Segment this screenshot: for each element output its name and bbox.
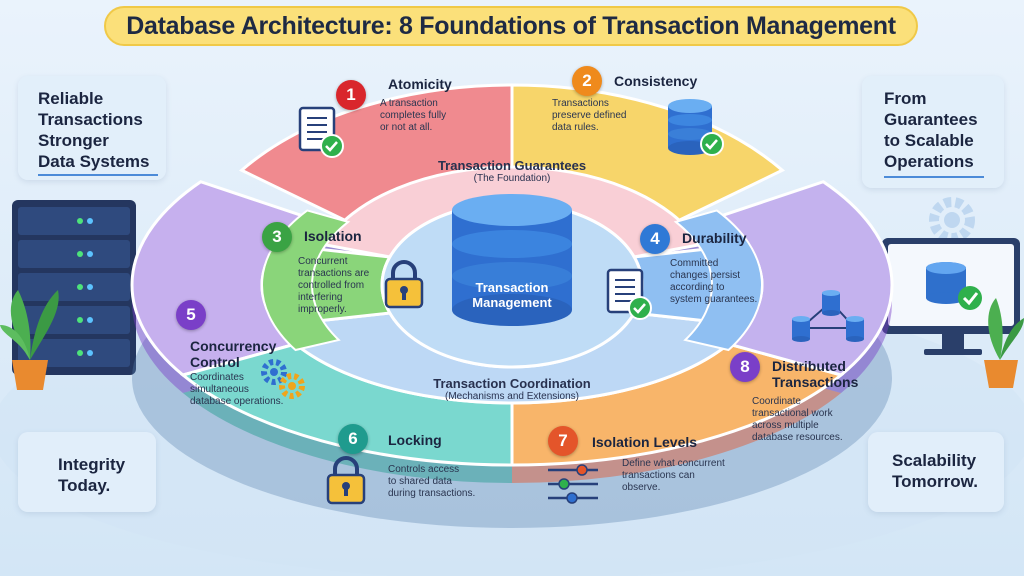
side-line: Transactions bbox=[38, 110, 143, 129]
side-line: to Scalable bbox=[884, 131, 974, 150]
side-line: Reliable bbox=[38, 89, 104, 108]
section-title: Consistency bbox=[614, 73, 698, 89]
side-line: From bbox=[884, 89, 927, 108]
side-line: Today. bbox=[58, 476, 111, 495]
side-line: Integrity bbox=[58, 455, 126, 474]
side-line: Tomorrow. bbox=[892, 472, 978, 491]
section-description-line: across multiple bbox=[752, 420, 819, 431]
section-title-line2: Transactions bbox=[772, 374, 859, 390]
section-title: Locking bbox=[388, 432, 442, 448]
section-description-line: database resources. bbox=[752, 432, 843, 443]
section-description-line: improperly. bbox=[298, 304, 347, 315]
section-description-line: preserve defined bbox=[552, 110, 627, 121]
section-description-line: database operations. bbox=[190, 396, 284, 407]
side-box-bottom-right: Scalability Tomorrow. bbox=[868, 432, 1004, 512]
plant-icon bbox=[0, 290, 59, 390]
center-label: Transaction Management bbox=[448, 280, 576, 310]
section-description-line: Define what concurrent bbox=[622, 458, 725, 469]
padlock-icon bbox=[326, 456, 366, 505]
section-number-badge: 7 bbox=[548, 426, 578, 456]
side-underline bbox=[884, 176, 984, 178]
page-title: Database Architecture: 8 Foundations of … bbox=[104, 6, 918, 46]
section-description-line: during transactions. bbox=[388, 488, 476, 499]
section-description-line: transactions can bbox=[622, 470, 695, 481]
monitor-icon bbox=[882, 238, 1020, 355]
section-description-line: A transaction bbox=[380, 98, 438, 109]
section-number-badge: 4 bbox=[640, 224, 670, 254]
side-box-top-right: From Guarantees to Scalable Operations bbox=[862, 76, 1004, 188]
section-description-line: system guarantees. bbox=[670, 294, 758, 305]
gears-icon bbox=[261, 359, 305, 399]
section-number-badge: 8 bbox=[730, 352, 760, 382]
section-number-badge: 5 bbox=[176, 300, 206, 330]
side-box-bottom-left: Integrity Today. bbox=[18, 432, 156, 512]
section-description-line: Committed bbox=[670, 258, 719, 269]
section-description-line: to shared data bbox=[388, 476, 452, 487]
sliders-icon bbox=[548, 464, 598, 504]
section-description-line: simultaneous bbox=[190, 384, 249, 395]
padlock-icon bbox=[384, 260, 424, 309]
server-rack-icon bbox=[12, 200, 136, 375]
center-label-line: Transaction bbox=[475, 280, 549, 295]
section-description-line: Coordinate bbox=[752, 396, 801, 407]
outer-ring-title: Transaction Coordination (Mechanisms and… bbox=[392, 376, 632, 402]
section-number-badge: 2 bbox=[572, 66, 602, 96]
section-description-line: completes fully bbox=[380, 110, 447, 121]
section-number-badge: 1 bbox=[336, 80, 366, 110]
inner-ring-title: Transaction Guarantees (The Foundation) bbox=[400, 158, 624, 184]
section-description-line: Coordinates bbox=[190, 372, 244, 383]
section-description-line: Controls access bbox=[388, 464, 460, 475]
section-description-line: Concurrent bbox=[298, 256, 348, 267]
database-icon bbox=[452, 194, 572, 326]
outer-ring-title-text: Transaction Coordination bbox=[433, 376, 591, 391]
center-label-line: Management bbox=[472, 295, 552, 310]
section-description-line: transactions are bbox=[298, 268, 370, 279]
side-line: Data Systems bbox=[38, 152, 150, 171]
section-title: Isolation Levels bbox=[592, 434, 698, 450]
side-line: Guarantees bbox=[884, 110, 978, 129]
section-description-line: changes persist bbox=[670, 270, 741, 281]
section-number-badge: 6 bbox=[338, 424, 368, 454]
document-check-icon bbox=[606, 268, 652, 320]
section-description-line: according to bbox=[670, 282, 725, 293]
side-line: Operations bbox=[884, 152, 974, 171]
section-description-line: or not at all. bbox=[380, 122, 433, 133]
outer-ring-subtitle: (Mechanisms and Extensions) bbox=[445, 391, 579, 402]
section-description-line: data rules. bbox=[552, 122, 599, 133]
section-title-line2: Control bbox=[190, 354, 240, 370]
section-description-line: transactional work bbox=[752, 408, 833, 419]
mid-ring-extension bbox=[673, 209, 763, 352]
side-line: Scalability bbox=[892, 451, 977, 470]
section-number-badge: 3 bbox=[262, 222, 292, 252]
plant-icon bbox=[984, 298, 1024, 388]
section-title: Atomicity bbox=[388, 76, 452, 92]
network-databases-icon bbox=[792, 290, 864, 342]
section-title: Durability bbox=[682, 230, 747, 246]
gear-icon bbox=[929, 197, 975, 243]
document-check-icon bbox=[298, 106, 344, 158]
section-title: Isolation bbox=[304, 228, 362, 244]
inner-ring-subtitle: (The Foundation) bbox=[473, 173, 551, 184]
side-line: Stronger bbox=[38, 131, 109, 150]
side-box-top-left: Reliable Transactions Stronger Data Syst… bbox=[18, 76, 166, 180]
section-description-line: controlled from bbox=[298, 280, 365, 291]
section-description-line: interfering bbox=[298, 292, 343, 303]
section-description-line: observe. bbox=[622, 482, 661, 493]
database-check-icon bbox=[668, 99, 724, 156]
side-underline bbox=[38, 174, 158, 176]
inner-ring-title-text: Transaction Guarantees bbox=[437, 158, 587, 173]
section-description-line: Transactions bbox=[552, 98, 609, 109]
